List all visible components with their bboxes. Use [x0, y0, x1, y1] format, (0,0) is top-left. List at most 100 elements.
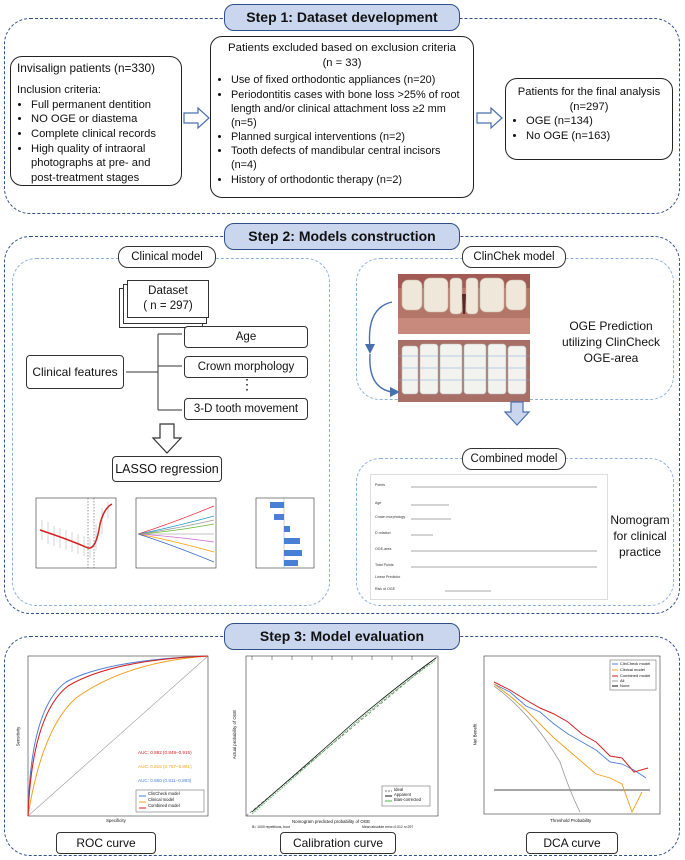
clinical-model-label: Clinical model	[131, 251, 203, 263]
dca-legend-1: ClinCheck model	[620, 661, 651, 666]
feature-age: Age	[184, 326, 308, 348]
exclusion-box: Patients excluded based on exclusion cri…	[210, 36, 474, 198]
inclusion-box: Invisalign patients (n=330) Inclusion cr…	[10, 56, 182, 186]
feature-age-label: Age	[235, 331, 257, 343]
step2-title: Step 2: Models construction	[224, 223, 460, 250]
step3-title: Step 3: Model evaluation	[224, 623, 460, 650]
feature-crown-morphology: Crown morphology	[184, 356, 308, 378]
dca-curve-text: DCA curve	[543, 836, 601, 850]
nomogram-text: Nomogram for clinical practice	[610, 513, 670, 560]
nomogram-row-label: Points	[375, 483, 385, 487]
calib-legend-3: Bias-corrected	[394, 797, 421, 802]
dca-legend-2: Clinical model	[620, 667, 645, 672]
roc-auc-3: AUC: 0.860 (0.811–0.893)	[138, 778, 192, 783]
lasso-coef-plot	[135, 497, 217, 569]
exclusion-item: Use of fixed orthodontic appliances (n=2…	[231, 73, 467, 87]
roc-chart: AUC: 0.882 (0.849–0.915) AUC: 0.815 (0.7…	[15, 648, 214, 826]
calibration-chart: Ideal Apparent Bias-corrected Nomogram p…	[232, 652, 444, 830]
roc-curve-text: ROC curve	[76, 836, 136, 850]
final-title: Patients for the final analysis	[517, 86, 661, 98]
nomogram: Points Age Crown morphology D rotation O…	[370, 474, 608, 600]
combined-model-tag: Combined model	[462, 448, 566, 470]
dca-svg	[483, 655, 661, 815]
nomogram-row-label: Risk of OGE	[375, 587, 395, 591]
clinical-model-tag: Clinical model	[118, 246, 216, 268]
feature-3d-label: 3-D tooth movement	[193, 403, 299, 415]
dca-legend-5: None	[620, 683, 630, 688]
nomogram-row-label: Age	[375, 501, 382, 505]
calibration-svg	[245, 655, 439, 817]
roc-legend-2: Clinical model	[148, 797, 175, 802]
calibration-curve-text: Calibration curve	[292, 836, 384, 850]
step1-arrow-1	[183, 106, 210, 130]
final-list: OGE (n=134) No OGE (n=163)	[512, 114, 666, 143]
roc-ylabel: Sensitivity	[15, 726, 21, 747]
roc-auc-1: AUC: 0.882 (0.849–0.915)	[138, 750, 192, 755]
excluded-n: (n = 33)	[322, 56, 362, 69]
lasso-label: LASSO regression	[115, 462, 219, 476]
dataset-box: Dataset ( n = 297)	[127, 280, 209, 318]
invisalign-patients: Invisalign patients (n=330)	[17, 61, 156, 75]
final-item: OGE (n=134)	[526, 114, 666, 129]
final-item: No OGE (n=163)	[526, 129, 666, 144]
features-bracket	[126, 333, 182, 411]
dca-xlabel: Threshold Probability	[550, 818, 592, 823]
nomogram-row-label: Total Points	[375, 563, 394, 567]
excluded-title: Patients excluded based on exclusion cri…	[228, 42, 456, 54]
dca-legend-4: All	[620, 678, 625, 683]
calib-legend-2: Apparent	[394, 792, 411, 797]
dca-ylabel: Net Benefit	[472, 723, 478, 746]
combined-down-arrow	[503, 401, 531, 426]
exclusion-list: Use of fixed orthodontic appliances (n=2…	[217, 73, 467, 186]
lasso-bar-plot	[255, 497, 315, 569]
nomogram-row-label: OGE-area	[375, 547, 392, 551]
dataset-line2: ( n = 297)	[143, 300, 193, 312]
clincheck-model-label: ClinChek model	[473, 251, 555, 263]
pre-treatment-photo	[398, 274, 530, 334]
dca-legend-3: Combined model	[620, 673, 651, 678]
clincheck-model-tag: ClinChek model	[462, 246, 566, 268]
oge-prediction-text: OGE Prediction utilizing ClinCheck OGE-a…	[561, 319, 661, 366]
roc-legend-3: Combined model	[148, 803, 180, 808]
inclusion-label: Inclusion criteria:	[17, 84, 101, 97]
exclusion-item: Planned surgical interventions (n=2)	[231, 130, 467, 144]
roc-auc-2: AUC: 0.815 (0.767–0.861)	[138, 764, 192, 769]
photo-cycle-arrows	[365, 301, 400, 397]
lasso-down-arrow	[151, 423, 183, 454]
calibration-curve-label: Calibration curve	[280, 832, 396, 854]
clinical-features-box: Clinical features	[26, 355, 124, 389]
post-treatment-photo	[398, 340, 530, 402]
inclusion-list: Full permanent dentition NO OGE or diast…	[17, 98, 175, 185]
nomogram-row-label: Linear Predictor	[375, 575, 401, 579]
inclusion-item: Full permanent dentition	[31, 98, 175, 113]
feature-ellipsis: ⋮	[240, 376, 254, 392]
exclusion-item: Periodontitis cases with bone loss >25% …	[231, 88, 467, 131]
nomogram-axes	[411, 486, 597, 592]
calib-note-left: B= 1000 repetitions, boot	[252, 825, 290, 829]
final-n: (n=297)	[569, 100, 609, 113]
roc-curve-label: ROC curve	[56, 832, 156, 854]
calib-legend-1: Ideal	[394, 787, 404, 792]
clinical-features-label: Clinical features	[32, 365, 118, 379]
roc-svg	[27, 655, 209, 817]
nomogram-row-label: Crown morphology	[375, 515, 406, 519]
exclusion-item: Tooth defects of mandibular central inci…	[231, 144, 467, 172]
dataset-line1: Dataset	[148, 285, 188, 297]
calib-note-right: Mean absolute error=0.012 n=297	[362, 825, 414, 829]
step1-title: Step 1: Dataset development	[224, 4, 460, 31]
inclusion-item: Complete clinical records	[31, 127, 175, 142]
step1-arrow-2	[476, 106, 503, 130]
dca-curve-label: DCA curve	[526, 832, 618, 854]
final-analysis-box: Patients for the final analysis (n=297) …	[505, 78, 673, 160]
exclusion-item: History of orthodontic therapy (n=2)	[231, 173, 467, 187]
roc-xlabel: Specificity	[106, 818, 126, 823]
calib-xlabel: Nomogram predicted probability of OGE	[292, 819, 371, 824]
calib-ylabel: Actual probability of OGE	[232, 709, 238, 760]
inclusion-item: NO OGE or diastema	[31, 112, 175, 127]
dca-chart: ClinCheck model Clinical model Combined …	[470, 652, 666, 830]
lasso-box: LASSO regression	[112, 456, 222, 482]
inclusion-item: High quality of intraoral photographs at…	[31, 142, 175, 186]
roc-legend-1: ClinCheck model	[148, 791, 180, 796]
lasso-cv-plot	[35, 497, 117, 569]
combined-model-label: Combined model	[470, 453, 558, 465]
